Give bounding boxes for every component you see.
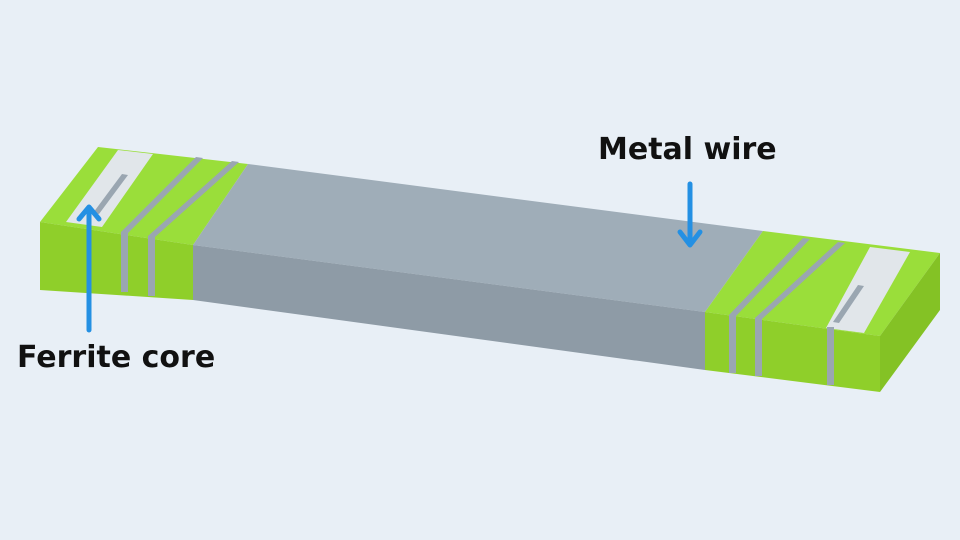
- ferrite-core-arrow: [76, 204, 102, 333]
- right-ferrite-end: [705, 231, 940, 392]
- metal-top-face: [193, 164, 763, 312]
- ferrite-core-label: Ferrite core: [17, 340, 216, 375]
- left-winding-1-front: [121, 232, 128, 292]
- right-terminal-front: [827, 327, 834, 385]
- right-terminal-slot: [833, 285, 864, 323]
- metal-front-face: [193, 245, 705, 370]
- right-ferrite-front: [705, 312, 880, 392]
- metal-wire-arrow: [677, 181, 703, 248]
- left-winding-2: [148, 161, 239, 237]
- right-ferrite-side: [880, 253, 940, 392]
- right-terminal: [826, 247, 910, 333]
- left-terminal-slot: [93, 174, 128, 214]
- right-winding-2-front: [755, 318, 762, 376]
- left-ferrite-end: [40, 147, 248, 300]
- right-winding-1-front: [729, 315, 736, 373]
- right-winding-2: [755, 242, 845, 319]
- metal-wire-section: [193, 164, 763, 370]
- metal-wire-label: Metal wire: [598, 132, 777, 167]
- left-winding-2-front: [148, 236, 155, 296]
- left-winding-1: [121, 157, 203, 233]
- right-winding-1: [729, 238, 810, 316]
